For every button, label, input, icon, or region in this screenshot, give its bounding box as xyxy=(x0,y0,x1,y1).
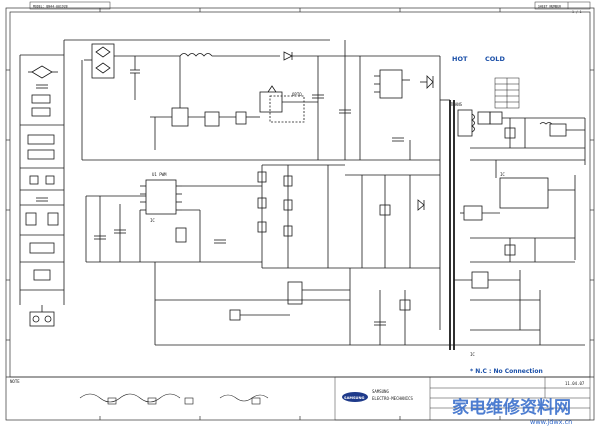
standby-section xyxy=(154,262,460,346)
title-block xyxy=(334,376,591,421)
company-name: SAMSUNG xyxy=(372,389,389,394)
svg-text:IC: IC xyxy=(500,172,505,177)
note-heading: NOTE xyxy=(10,379,20,384)
connector-pin-table xyxy=(494,77,520,109)
heatsink-notes xyxy=(79,393,269,405)
svg-text:TRANS: TRANS xyxy=(450,102,463,107)
pwm-controller-section xyxy=(85,164,345,269)
drawing-frame xyxy=(5,7,595,421)
logo-text: SAMSUNG xyxy=(344,396,364,400)
samsung-logo-icon xyxy=(342,392,368,402)
secondary-output-section xyxy=(454,117,586,346)
no-connection-note: * N.C : No Connection xyxy=(470,368,543,375)
svg-text:OPTO: OPTO xyxy=(292,92,302,97)
input-filter-section xyxy=(19,54,65,327)
drawing-date: 11.04.07 xyxy=(565,381,585,386)
hot-side-label: HOT xyxy=(452,55,468,63)
svg-text:U1 PWM: U1 PWM xyxy=(152,172,167,177)
division-name: ELECTRO-MECHANICS xyxy=(372,396,414,401)
ground-bus xyxy=(81,60,345,161)
header-boxes xyxy=(29,1,591,10)
component-annotations: U1 PWM IC TRANS IC OPTO IC xyxy=(150,92,505,357)
watermark-chinese: 家电维修资料网 xyxy=(452,397,571,418)
model-number: MODEL: BN44-00192B xyxy=(33,5,68,9)
llc-transformer-section xyxy=(345,55,503,350)
watermark-url: www.jdwx.cn xyxy=(530,418,572,426)
cold-side-label: COLD xyxy=(485,55,505,63)
svg-text:IC: IC xyxy=(150,218,155,223)
sheet-number-label: SHEET NUMBER xyxy=(538,5,561,9)
sheet-page: 1 / 1 xyxy=(572,10,582,14)
svg-text:IC: IC xyxy=(470,352,475,357)
pfc-section xyxy=(63,39,351,160)
